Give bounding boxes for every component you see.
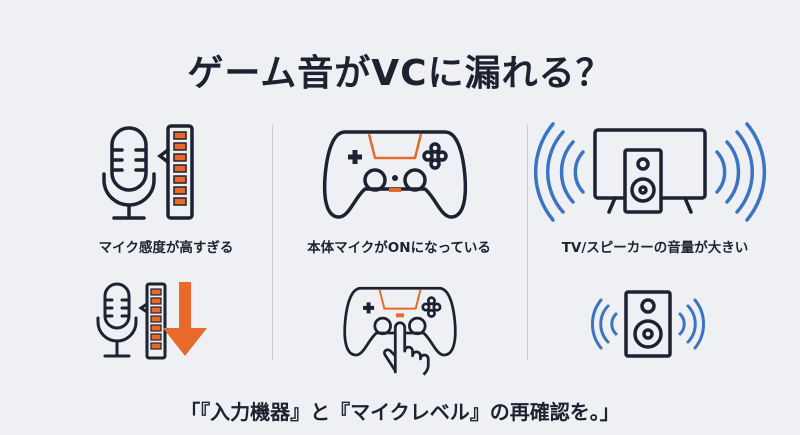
page-title: ゲーム音がVCに漏れる？ bbox=[187, 53, 613, 94]
bottom-message: 「『入力機器』と『マイクレベル』の再確認を。」 bbox=[180, 400, 620, 424]
caption-tv-speaker-volume: TV/スピーカーの音量が大きい bbox=[561, 240, 749, 256]
microphone-level-icon bbox=[102, 124, 194, 220]
tv-speaker-sound-icon bbox=[533, 122, 767, 222]
column-divider bbox=[527, 125, 528, 360]
microphone-level-down-icon bbox=[96, 282, 207, 360]
speaker-sound-icon bbox=[591, 290, 705, 358]
column-divider bbox=[272, 125, 273, 360]
caption-builtin-mic-on: 本体マイクがONになっている bbox=[307, 240, 491, 256]
game-controller-icon bbox=[322, 130, 468, 219]
controller-mute-press-icon bbox=[343, 286, 457, 376]
caption-mic-sensitivity: マイク感度が高すぎる bbox=[98, 240, 234, 256]
